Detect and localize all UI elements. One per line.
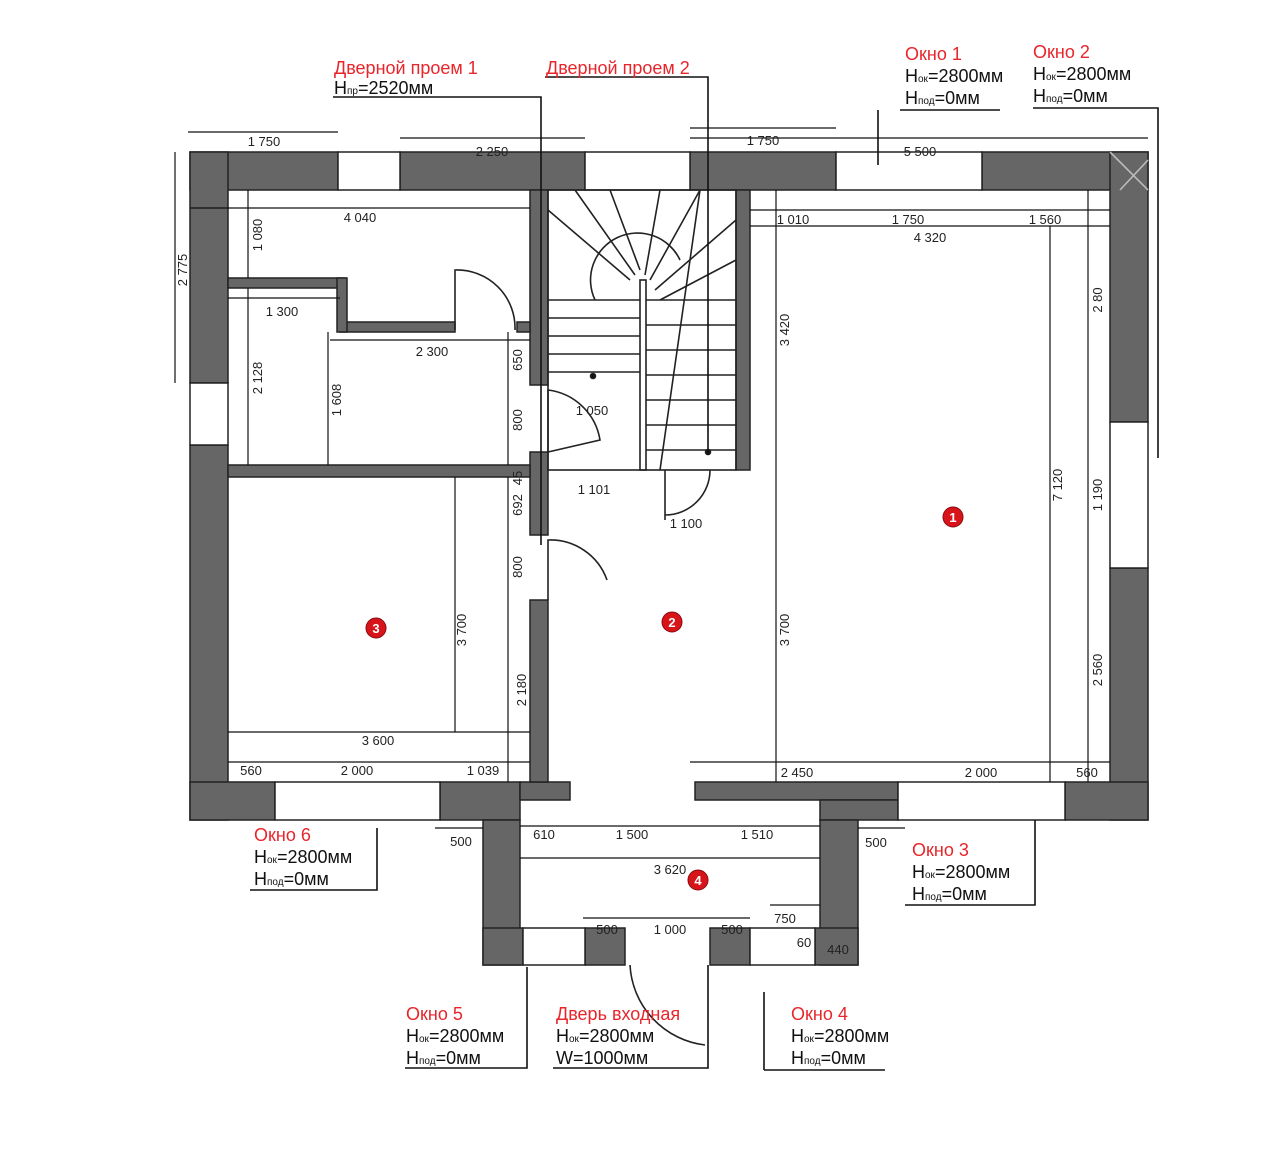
callout-entry-door: Дверь входная Hок=2800мм W=1000мм: [556, 1004, 680, 1068]
staircase: [547, 189, 737, 471]
room-marker-3: 3: [365, 617, 387, 639]
dim-label: 2 80: [1090, 287, 1105, 312]
dim-label: 7 120: [1050, 469, 1065, 502]
room-marker-4: 4: [687, 869, 709, 891]
svg-text:Hпод=0мм: Hпод=0мм: [254, 869, 329, 889]
dim-label: 5 500: [904, 144, 937, 159]
dim-label: 650: [510, 349, 525, 371]
svg-text:Hпод=0мм: Hпод=0мм: [905, 88, 980, 108]
callout-window-3: Окно 3 Hок=2800мм Hпод=0мм: [912, 840, 1010, 904]
svg-text:Hок=2800мм: Hок=2800мм: [791, 1026, 889, 1046]
svg-text:Окно 4: Окно 4: [791, 1004, 848, 1024]
dim-label: 440: [827, 942, 849, 957]
dim-label: 2 775: [175, 254, 190, 287]
svg-text:Окно 6: Окно 6: [254, 825, 311, 845]
svg-text:Окно 1: Окно 1: [905, 44, 962, 64]
svg-text:Hок=2800мм: Hок=2800мм: [556, 1026, 654, 1046]
walls: [189, 151, 1149, 966]
callout-window-5: Окно 5 Hок=2800мм Hпод=0мм: [406, 1004, 504, 1068]
dim-label: 1 300: [266, 304, 299, 319]
dim-label: 3 700: [454, 614, 469, 647]
dim-label: 2 000: [341, 763, 374, 778]
dim-label: 1 080: [250, 219, 265, 252]
svg-text:Окно 3: Окно 3: [912, 840, 969, 860]
callout-window-4: Окно 4 Hок=2800мм Hпод=0мм: [791, 1004, 889, 1068]
dim-label: 3 420: [777, 314, 792, 347]
dim-label: 1 010: [777, 212, 810, 227]
dim-label: 3 600: [362, 733, 395, 748]
svg-text:Hпод=0мм: Hпод=0мм: [1033, 86, 1108, 106]
dim-label: 3 620: [654, 862, 687, 877]
svg-text:2: 2: [668, 615, 675, 630]
dim-label: 60: [797, 935, 811, 950]
dim-label: 2 180: [514, 674, 529, 707]
dimension-labels: 1 750 2 250 1 750 5 500 4 040 1 010 1 75…: [175, 133, 1105, 957]
dim-label: 750: [774, 911, 796, 926]
svg-text:Hок=2800мм: Hок=2800мм: [905, 66, 1003, 86]
callout-window-6: Окно 6 Hок=2800мм Hпод=0мм: [254, 825, 352, 889]
svg-text:Дверной проем 2: Дверной проем 2: [546, 58, 690, 78]
dim-label: 500: [721, 922, 743, 937]
dim-label: 4 040: [344, 210, 377, 225]
windows: [189, 151, 1149, 966]
svg-text:Hпр=2520мм: Hпр=2520мм: [334, 78, 433, 98]
dim-label: 560: [1076, 765, 1098, 780]
room-marker-2: 2: [661, 611, 683, 633]
svg-text:Дверь входная: Дверь входная: [556, 1004, 680, 1024]
dim-label: 2 560: [1090, 654, 1105, 687]
dim-label: 500: [865, 835, 887, 850]
dim-label: 1 750: [248, 134, 281, 149]
svg-text:Окно 5: Окно 5: [406, 1004, 463, 1024]
callout-window-1: Окно 1 Hок=2800мм Hпод=0мм: [905, 44, 1003, 108]
dim-label: 1 000: [654, 922, 687, 937]
callout-door-opening-2: Дверной проем 2: [546, 58, 690, 78]
dim-label: 1 039: [467, 763, 500, 778]
svg-text:Hок=2800мм: Hок=2800мм: [406, 1026, 504, 1046]
svg-text:W=1000мм: W=1000мм: [556, 1048, 648, 1068]
svg-text:Окно 2: Окно 2: [1033, 42, 1090, 62]
dim-label: 1 190: [1090, 479, 1105, 512]
dim-label: 1 608: [329, 384, 344, 417]
callout-door-opening-1: Дверной проем 1 Hпр=2520мм: [334, 58, 478, 98]
dim-label: 2 000: [965, 765, 998, 780]
svg-text:4: 4: [694, 873, 702, 888]
dim-label: 800: [510, 409, 525, 431]
dim-label: 1 101: [578, 482, 611, 497]
svg-text:Hок=2800мм: Hок=2800мм: [254, 847, 352, 867]
dim-label: 500: [596, 922, 618, 937]
dim-label: 500: [450, 834, 472, 849]
doors: [454, 151, 1149, 1046]
dim-label: 3 700: [777, 614, 792, 647]
dim-label: 2 250: [476, 144, 509, 159]
dim-label: 610: [533, 827, 555, 842]
dim-label: 1 050: [576, 403, 609, 418]
dim-label: 1 750: [892, 212, 925, 227]
dim-label: 1 100: [670, 516, 703, 531]
leader-lines: [250, 76, 1159, 1071]
dim-label: 45: [510, 471, 525, 485]
svg-text:Hок=2800мм: Hок=2800мм: [912, 862, 1010, 882]
svg-text:Hпод=0мм: Hпод=0мм: [791, 1048, 866, 1068]
svg-text:Hок=2800мм: Hок=2800мм: [1033, 64, 1131, 84]
dim-label: 1 750: [747, 133, 780, 148]
dim-label: 1 500: [616, 827, 649, 842]
callout-window-2: Окно 2 Hок=2800мм Hпод=0мм: [1033, 42, 1131, 106]
dim-label: 2 300: [416, 344, 449, 359]
svg-text:Hпод=0мм: Hпод=0мм: [406, 1048, 481, 1068]
dim-label: 1 510: [741, 827, 774, 842]
svg-text:3: 3: [372, 621, 379, 636]
dim-label: 4 320: [914, 230, 947, 245]
dim-label: 1 560: [1029, 212, 1062, 227]
svg-text:Hпод=0мм: Hпод=0мм: [912, 884, 987, 904]
room-marker-1: 1: [942, 506, 964, 528]
dim-label: 2 128: [250, 362, 265, 395]
dim-label: 2 450: [781, 765, 814, 780]
svg-text:Дверной проем 1: Дверной проем 1: [334, 58, 478, 78]
dim-label: 692: [510, 494, 525, 516]
dimension-lines: [174, 127, 1148, 919]
dim-label: 800: [510, 556, 525, 578]
dim-label: 560: [240, 763, 262, 778]
svg-text:1: 1: [949, 510, 956, 525]
